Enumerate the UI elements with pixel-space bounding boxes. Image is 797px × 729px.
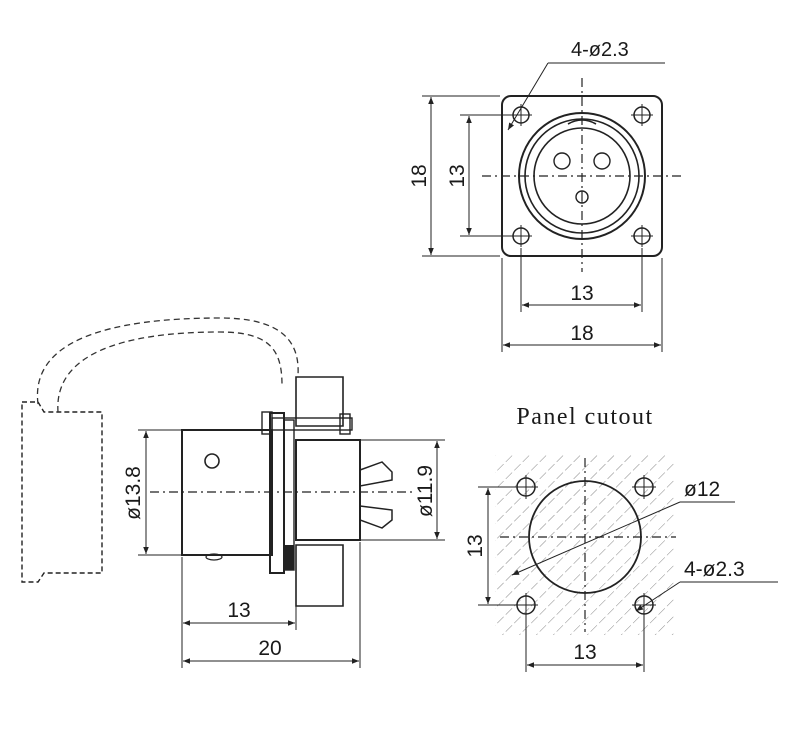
cutout-hole-callout: 4-ø2.3 (684, 558, 745, 581)
body-length-label: 13 (227, 599, 250, 622)
front-inner-width-label: 13 (570, 282, 593, 305)
rear-housing (295, 439, 361, 541)
panel-cutout-view: Panel cutout ø12 4-ø2.3 13 (464, 404, 778, 672)
front-pin-1 (553, 152, 571, 170)
dust-cap (21, 317, 299, 583)
thread-diameter-label: ø11.9 (414, 465, 437, 517)
mounting-panel (295, 376, 344, 427)
mounting-screw (261, 411, 353, 435)
front-view: 4-ø2.3 18 13 13 18 (408, 39, 684, 352)
cutout-vertical-spacing-label: 13 (464, 534, 487, 557)
cutout-center-diameter-label: ø12 (684, 478, 720, 501)
total-length-label: 20 (258, 637, 281, 660)
front-mounting-holes (510, 104, 653, 247)
panel-cutout-title: Panel cutout (516, 404, 653, 430)
front-pin-2 (593, 152, 611, 170)
cutout-mounting-holes (514, 475, 656, 617)
side-view: ø13.8 ø11.9 13 20 (21, 317, 445, 668)
front-outer-width-label: 18 (570, 322, 593, 345)
front-hole-callout: 4-ø2.3 (571, 39, 629, 61)
front-outer-height-label: 18 (408, 164, 431, 187)
body-diameter-label: ø13.8 (122, 466, 145, 520)
front-outer-ring (518, 112, 646, 240)
body-index-dot (204, 453, 220, 469)
front-inner-height-label: 13 (446, 164, 469, 187)
cutout-horizontal-spacing-label: 13 (573, 641, 596, 664)
